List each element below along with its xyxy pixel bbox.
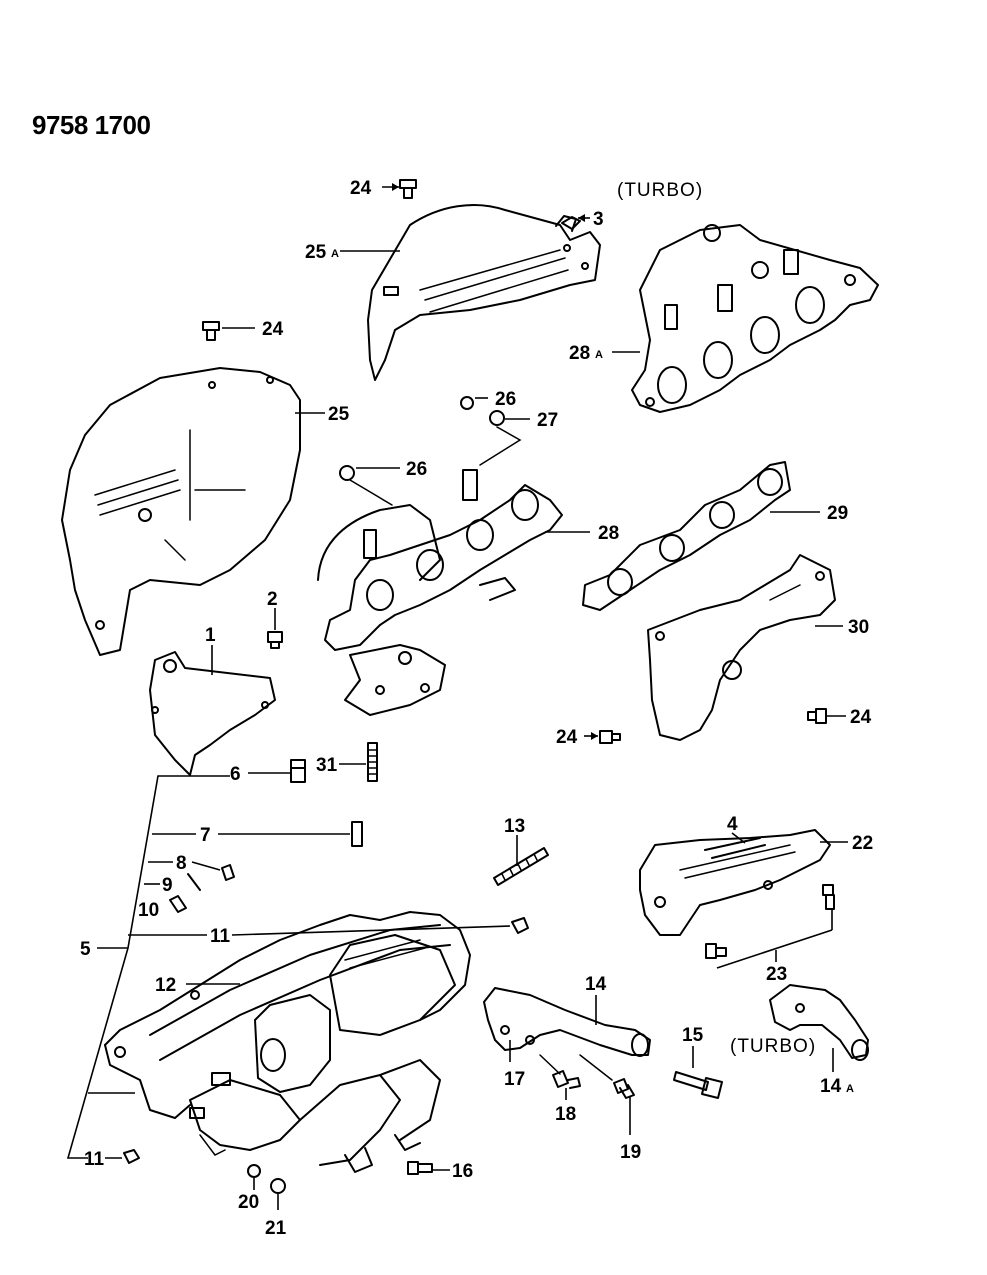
callout-2: 2 <box>267 589 278 610</box>
callout-3: 3 <box>593 209 604 230</box>
part-1-bracket <box>149 651 276 776</box>
callout-12: 12 <box>155 975 176 996</box>
part-23-bolt-upper <box>822 884 835 910</box>
part-24-bolt-top <box>399 179 417 199</box>
part-14a-water-pipe-turbo <box>769 984 869 1061</box>
callout-24-right: 24 <box>850 707 872 728</box>
callout-28a: 28 <box>569 343 590 364</box>
callout-26-upper: 26 <box>495 389 516 410</box>
callout-9: 9 <box>162 875 173 896</box>
doc-number: 9758 1700 <box>32 110 150 140</box>
part-22-heat-shield <box>639 829 831 936</box>
callout-20: 20 <box>238 1192 259 1213</box>
callout-11-lower: 11 <box>84 1149 105 1170</box>
part-26-nut-upper <box>460 396 474 410</box>
callout-21: 21 <box>265 1218 287 1239</box>
callout-30: 30 <box>848 617 869 638</box>
callout-14a-suffix: A <box>846 1083 854 1095</box>
part-27-washer <box>489 410 505 426</box>
part-16-bolt <box>407 1161 433 1175</box>
callout-15: 15 <box>682 1025 704 1046</box>
callout-28a-suffix: A <box>595 349 603 361</box>
part-14-water-pipe <box>483 987 651 1057</box>
callout-10: 10 <box>138 900 159 921</box>
part-11-plug-upper <box>511 917 529 934</box>
part-9-pin <box>187 873 201 891</box>
callout-14a: 14 <box>820 1076 842 1097</box>
callout-16: 16 <box>452 1161 473 1182</box>
callout-19: 19 <box>620 1142 641 1163</box>
part-28-exhaust-manifold <box>317 469 563 716</box>
part-10-plug <box>169 895 187 913</box>
callout-11-upper: 11 <box>210 926 231 947</box>
callout-25a-suffix: A <box>331 248 339 260</box>
part-28a-exhaust-manifold-turbo <box>631 224 879 413</box>
part-26-nut-lower <box>339 465 355 481</box>
part-8-screw <box>221 864 235 881</box>
callout-6: 6 <box>230 764 241 785</box>
part-6-fitting <box>290 759 306 783</box>
callout-22: 22 <box>852 833 873 854</box>
callout-8: 8 <box>176 853 187 874</box>
part-31-stud <box>367 742 378 782</box>
callout-24-top: 24 <box>350 178 372 199</box>
callout-23: 23 <box>766 964 787 985</box>
part-12-intake-manifold <box>104 911 471 1173</box>
callout-28: 28 <box>598 523 619 544</box>
part-29-gasket <box>582 461 791 611</box>
callout-31: 31 <box>316 755 338 776</box>
callout-25a: 25 <box>305 242 327 263</box>
part-30-heat-shield-lower <box>647 554 836 741</box>
part-23-bolt-lower <box>705 943 727 959</box>
callout-1: 1 <box>205 625 216 646</box>
callout-27: 27 <box>537 410 558 431</box>
callout-24-left: 24 <box>262 319 284 340</box>
callout-25: 25 <box>328 404 350 425</box>
callout-4: 4 <box>727 814 738 835</box>
part-13-stud <box>493 847 549 886</box>
part-4-clip <box>704 837 766 859</box>
part-7-pin <box>351 821 363 847</box>
callout-14: 14 <box>585 974 607 995</box>
part-21-nut <box>270 1178 286 1194</box>
part-2-bolt <box>267 631 283 649</box>
callout-7: 7 <box>200 825 211 846</box>
part-11-plug-lower <box>123 1149 140 1164</box>
part-19-bolt <box>613 1078 635 1099</box>
part-24-bolt-mid <box>599 730 621 744</box>
callout-5: 5 <box>80 939 91 960</box>
part-24-bolt-right <box>807 708 827 724</box>
part-24-bolt-left <box>202 321 220 341</box>
part-3-clip <box>561 216 581 230</box>
part-20-washer <box>247 1164 261 1178</box>
turbo-label-top: (TURBO) <box>617 180 703 201</box>
part-25a-heat-shield-turbo <box>367 204 601 381</box>
callout-24-mid: 24 <box>556 727 578 748</box>
part-25-heat-shield <box>61 367 301 656</box>
callout-18: 18 <box>555 1104 576 1125</box>
part-18-bolt <box>552 1070 581 1089</box>
part-15-bolt <box>673 1071 723 1099</box>
callout-26-lower: 26 <box>406 459 427 480</box>
callout-13: 13 <box>504 816 525 837</box>
turbo-label-bottom: (TURBO) <box>730 1036 816 1057</box>
callout-29: 29 <box>827 503 848 524</box>
callout-17: 17 <box>504 1069 525 1090</box>
